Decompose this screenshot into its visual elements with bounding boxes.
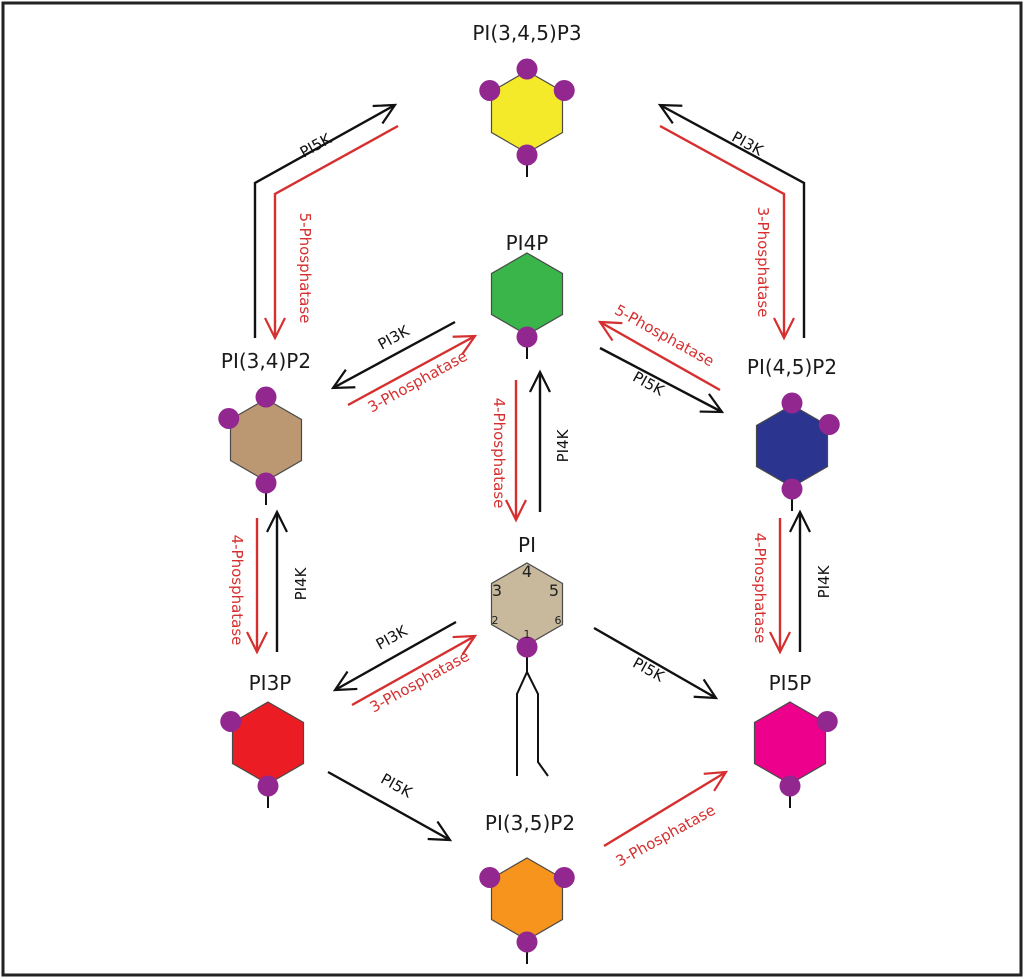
enzyme-label-pi4k: PI4K [554,428,572,462]
phosphate-group [255,386,277,408]
phosphate-group [779,775,801,797]
phosphate-group [479,80,501,101]
label-pi345p3: PI(3,4,5)P3 [472,21,581,45]
molecule-pi4p [490,252,564,359]
enzyme-label-pi3k: PI3K [729,128,767,160]
phosphate-group [516,931,538,953]
arrow-5phosphatase-pi45p2-to-pi4p [597,320,721,392]
inositol-ring [755,404,829,488]
molecule-pi45p2 [755,392,840,511]
phosphate-group [516,58,538,80]
enzyme-label-pi4k: PI4K [292,566,310,600]
arrow-pi5k-pi3p-to-pi35p2 [327,770,453,842]
enzyme-label-4-phosphatase: 4-Phosphatase [490,398,508,509]
pi-position-3: 3 [492,581,502,600]
enzyme-label-3-phosphatase: 3-Phosphatase [365,347,471,416]
phosphate-group [553,867,575,888]
inositol-ring [490,252,564,336]
pi-position-5: 5 [549,581,559,600]
pi-position-4: 4 [522,562,532,581]
phosphate-group [781,392,803,414]
enzyme-label-pi3k: PI3K [373,621,411,653]
arrow-pi3k-pi-to-pi3p [332,620,457,692]
phosphate-group [781,478,803,500]
pi-position-6: 6 [555,614,562,627]
phosphate-group [218,408,240,429]
enzyme-label-4-phosphatase: 4-Phosphatase [228,535,246,646]
inositol-ring [490,70,564,154]
label-pi34p2: PI(3,4)P2 [221,349,311,373]
enzyme-label-3-phosphatase: 3-Phosphatase [613,801,719,870]
arrow-3phosphatase-pi3p-to-pi [351,634,478,707]
enzyme-label-pi5k: PI5K [297,129,335,161]
molecule-pi3p [220,701,305,808]
phosphate-group [479,867,501,888]
enzyme-label-pi5k: PI5K [630,654,668,686]
enzyme-label-5-phosphatase: 5-Phosphatase [296,213,314,324]
arrow-pi3k-pi4p-to-pi34p2 [330,320,456,390]
phosphate-group [257,775,279,797]
molecule-pi34p2 [218,386,303,505]
enzyme-label-pi5k: PI5K [378,770,416,802]
inositol-ring [490,857,564,941]
pi-position-1: 1 [524,628,531,641]
arrow-pi3k-pi45p2-to-pi345p3 [657,103,806,338]
arrow-pi5k-pi-to-pi5p [593,626,719,700]
label-pi4p: PI4P [506,231,549,255]
enzyme-label-3-phosphatase: 3-Phosphatase [367,647,473,716]
enzyme-label-5-phosphatase: 5-Phosphatase [612,301,718,370]
label-pi: PI [518,533,536,557]
molecule-pi5p [753,701,838,808]
pi-lipid-tail [516,660,549,777]
label-pi3p: PI3P [249,671,292,695]
enzyme-label-3-phosphatase: 3-Phosphatase [754,207,772,318]
arrow-pi5k-pi4p-to-pi45p2 [599,346,725,414]
inositol-ring [753,701,827,785]
molecule-pi35p2 [479,857,575,964]
phosphate-group [818,414,840,435]
label-pi45p2: PI(4,5)P2 [747,355,837,379]
phosphate-group [220,711,242,732]
phosphate-group [553,80,575,101]
arrow-pi5k-pi34p2-to-pi345p3 [253,103,398,338]
arrow-3phosphatase-pi345p3-to-pi45p2 [659,124,795,341]
arrow-5phosphatase-pi345p3-to-pi34p2 [264,124,399,341]
phosphate-group [816,711,838,732]
inositol-ring [229,398,303,482]
label-pi35p2: PI(3,5)P2 [485,811,575,835]
molecules [218,58,840,964]
arrow-3phosphatase-pi35p2-to-pi5p [603,770,729,848]
phosphate-group [516,326,538,348]
inositol-ring [231,701,305,785]
enzyme-label-pi4k: PI4K [815,564,833,598]
molecule-pi [490,562,564,669]
label-pi5p: PI5P [769,671,812,695]
enzyme-label-4-phosphatase: 4-Phosphatase [751,533,769,644]
phosphate-group [255,472,277,494]
arrow-3phosphatase-pi34p2-to-pi4p [347,334,478,407]
enzyme-label-pi5k: PI5K [630,368,668,400]
molecule-pi345p3 [479,58,575,177]
phosphate-group [516,636,538,658]
phosphate-group [516,144,538,166]
pi-position-2: 2 [492,614,499,627]
